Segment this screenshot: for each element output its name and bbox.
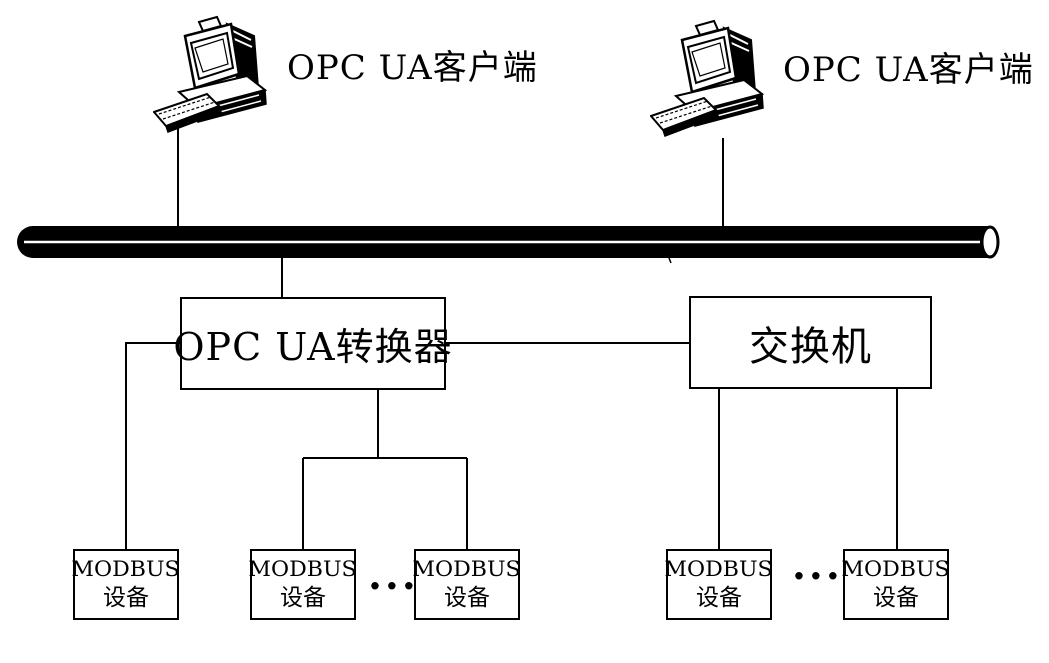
converter-label: OPC UA转换器: [173, 325, 453, 369]
ellipsis-devices-right-group: ...: [792, 542, 843, 589]
device1-title: MODBUS: [71, 556, 181, 581]
device4-title: MODBUS: [664, 556, 774, 581]
device5-title: MODBUS: [841, 556, 951, 581]
connector-lines: [125, 120, 898, 549]
desktop-computer-icon: [650, 19, 765, 137]
ethernet-bus-cable: [17, 225, 1000, 259]
client2-label: OPC UA客户端: [783, 50, 1034, 90]
bus-right-cap: [980, 225, 1000, 259]
device3-title: MODBUS: [412, 556, 522, 581]
device3-subtitle: 设备: [444, 585, 490, 612]
device2-title: MODBUS: [248, 556, 358, 581]
device1-subtitle: 设备: [103, 585, 149, 612]
device-node-1: MODBUS 设备: [71, 549, 181, 620]
device-node-4: MODBUS 设备: [664, 549, 774, 620]
desktop-computer-icon: [153, 15, 268, 133]
device4-subtitle: 设备: [696, 585, 742, 612]
device-node-2: MODBUS 设备: [248, 549, 358, 620]
ellipsis-devices-left-group: ...: [368, 552, 419, 599]
device-node-5: MODBUS 设备: [841, 549, 951, 620]
device-node-3: MODBUS 设备: [412, 549, 522, 620]
device5-subtitle: 设备: [873, 585, 919, 612]
switch-label: 交换机: [749, 323, 872, 370]
client1-label: OPC UA客户端: [287, 48, 538, 88]
converter-node: OPC UA转换器: [173, 297, 452, 390]
stray-mark: [668, 257, 672, 264]
connector-converter-device1: [125, 342, 180, 549]
device2-subtitle: 设备: [280, 585, 326, 612]
switch-node: 交换机: [689, 296, 932, 389]
